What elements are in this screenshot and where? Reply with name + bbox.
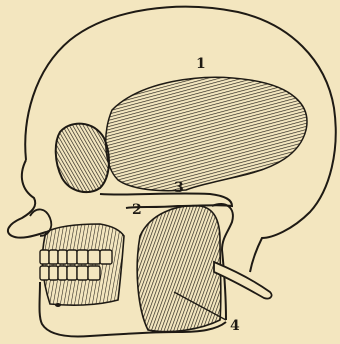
lower-teeth [40,266,100,280]
upper-teeth [40,250,112,264]
masseter-muscle [137,206,221,332]
styloid-process [214,262,272,299]
label-3: 3 [174,180,184,196]
temporal-muscle [106,77,307,190]
label-4: 4 [230,318,240,334]
label-2: 2 [132,202,142,218]
orbit [56,124,109,192]
face-profile-upper [8,160,46,238]
label-1: 1 [196,56,206,72]
mental-foramen [55,303,61,307]
